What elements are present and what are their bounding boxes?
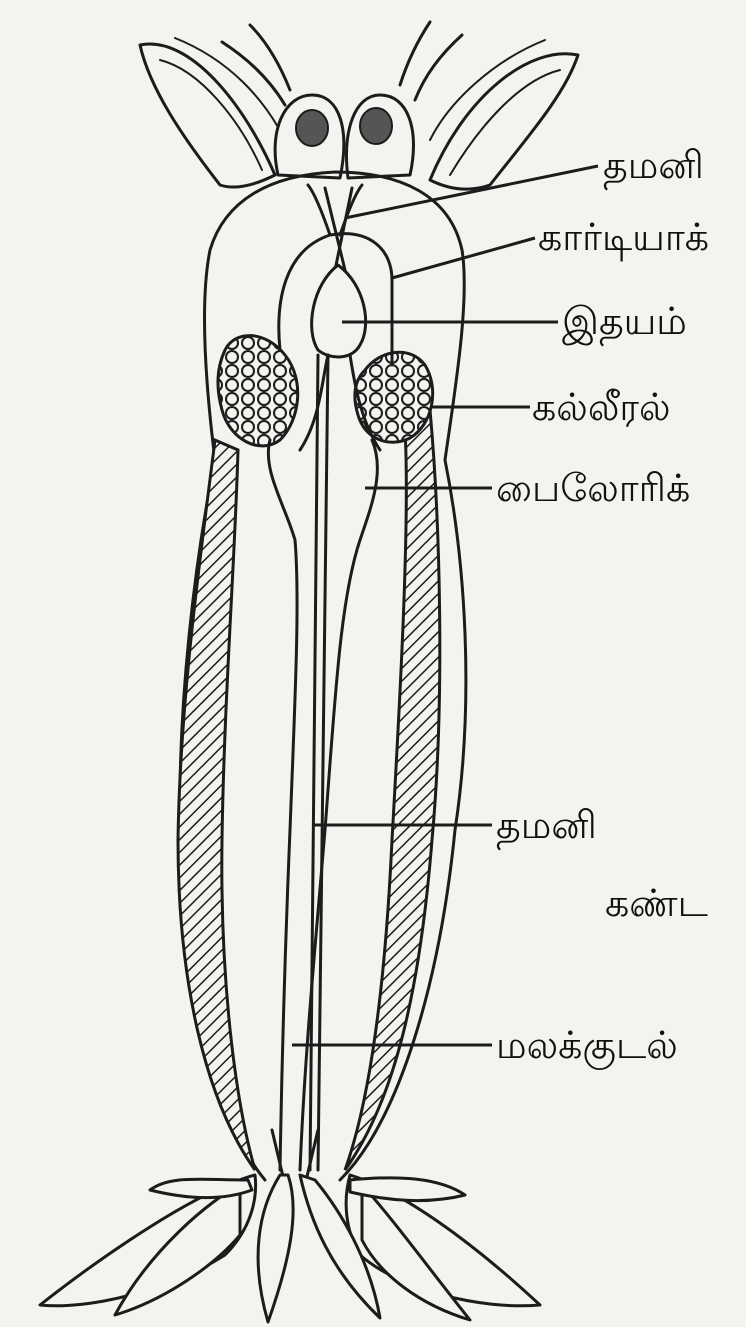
internal-organs	[268, 185, 392, 1185]
left-liver-lobe	[218, 336, 298, 446]
tail-appendages	[40, 1175, 540, 1322]
label-gizzard: கண்ட	[605, 884, 708, 922]
label-heart: இதயம்	[562, 302, 687, 340]
label-liver: கல்லீரல்	[532, 388, 671, 426]
heart-shape	[312, 265, 366, 357]
head-appendages	[140, 22, 578, 189]
label-artery-top: தமனி	[603, 146, 704, 184]
label-pyloric: பைலோரிக்	[496, 469, 690, 507]
right-liver-lobe	[355, 352, 433, 442]
right-muscle-band	[345, 410, 440, 1170]
label-artery-mid: தமனி	[496, 806, 597, 844]
left-muscle-band	[178, 440, 255, 1170]
label-cardiac: கார்டியாக்	[538, 218, 709, 256]
label-rectum: மலக்குடல்	[496, 1026, 678, 1064]
